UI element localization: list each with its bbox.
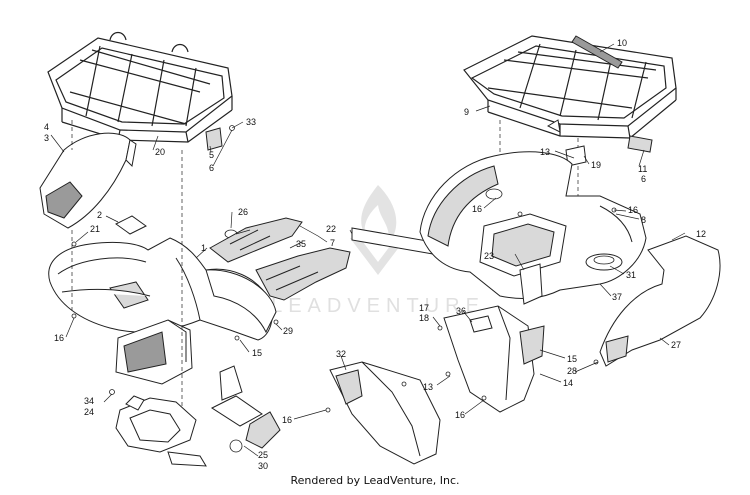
callout-34: 34 bbox=[84, 396, 94, 406]
footer-credit: Rendered by LeadVenture, Inc. bbox=[290, 474, 460, 487]
callout-29: 29 bbox=[283, 326, 293, 336]
clip-36 bbox=[469, 315, 493, 333]
callout-14: 14 bbox=[563, 378, 573, 388]
callout-31: 31 bbox=[626, 270, 636, 280]
callout-33: 33 bbox=[246, 117, 256, 127]
splash-guard-25 bbox=[210, 365, 281, 453]
callout-19: 19 bbox=[591, 160, 601, 170]
callout-3: 3 bbox=[44, 133, 49, 143]
callout-24: 24 bbox=[84, 407, 94, 417]
rear-rack bbox=[463, 35, 677, 139]
rack-bracket-5 bbox=[205, 125, 235, 151]
callout-16d: 16 bbox=[282, 415, 292, 425]
decal-2 bbox=[115, 215, 147, 235]
callout-28: 28 bbox=[567, 366, 577, 376]
callout-15b: 15 bbox=[567, 354, 577, 364]
callout-32: 32 bbox=[336, 349, 346, 359]
callout-25: 25 bbox=[258, 450, 268, 460]
callout-37: 37 bbox=[612, 292, 622, 302]
callout-1: 1 bbox=[201, 243, 206, 253]
callout-23: 23 bbox=[484, 251, 494, 261]
front-fender-flare bbox=[205, 269, 277, 334]
callout-7: 7 bbox=[330, 238, 335, 248]
callout-2: 2 bbox=[97, 210, 102, 220]
callout-16a: 16 bbox=[54, 333, 64, 343]
callout-13a: 13 bbox=[540, 147, 550, 157]
front-frame bbox=[115, 395, 207, 467]
side-panel-7 bbox=[209, 217, 303, 263]
callout-30: 30 bbox=[258, 461, 268, 471]
side-panel-32 bbox=[329, 361, 441, 465]
leadventure-watermark: LEADVENTURE bbox=[271, 185, 485, 317]
watermark-text: LEADVENTURE bbox=[271, 295, 485, 317]
callout-20: 20 bbox=[155, 147, 165, 157]
bracket-23 bbox=[519, 263, 543, 305]
callout-16c: 16 bbox=[628, 205, 638, 215]
callout-8: 8 bbox=[641, 215, 646, 225]
rear-fender-8 bbox=[419, 151, 647, 299]
callout-36: 36 bbox=[456, 306, 466, 316]
callout-35: 35 bbox=[296, 239, 306, 249]
callout-6a: 6 bbox=[209, 163, 214, 173]
callout-27: 27 bbox=[671, 340, 681, 350]
callout-6b: 6 bbox=[641, 174, 646, 184]
front-fender-1 bbox=[48, 237, 273, 341]
callout-numbers: 1 2 3 4 5 6 6 7 8 9 10 11 12 13 13 14 15… bbox=[44, 38, 706, 471]
callout-9: 9 bbox=[464, 107, 469, 117]
callout-10: 10 bbox=[617, 38, 627, 48]
callout-5: 5 bbox=[209, 150, 214, 160]
front-rack bbox=[47, 31, 233, 143]
side-panel-35 bbox=[255, 247, 351, 301]
callout-16b: 16 bbox=[472, 204, 482, 214]
flame-logo-icon bbox=[350, 185, 406, 275]
bracket-11 bbox=[627, 135, 653, 153]
leader-lines bbox=[50, 43, 686, 457]
bolt-34 bbox=[109, 389, 115, 395]
front-shroud-3 bbox=[39, 132, 137, 229]
callout-11: 11 bbox=[638, 164, 647, 174]
callout-16e: 16 bbox=[455, 410, 465, 420]
callout-12: 12 bbox=[696, 229, 706, 239]
callout-17: 17 bbox=[419, 303, 429, 313]
callout-18: 18 bbox=[419, 313, 429, 323]
callout-26: 26 bbox=[238, 207, 248, 217]
callout-15a: 15 bbox=[252, 348, 262, 358]
callout-4: 4 bbox=[44, 122, 49, 132]
callout-13b: 13 bbox=[423, 382, 433, 392]
callout-21: 21 bbox=[90, 224, 100, 234]
grab-bar-10 bbox=[571, 35, 623, 69]
headlight-housing bbox=[115, 319, 193, 385]
callout-22: 22 bbox=[326, 224, 336, 234]
rear-fender-flare-12 bbox=[599, 235, 721, 367]
mud-guard-14 bbox=[443, 305, 545, 413]
